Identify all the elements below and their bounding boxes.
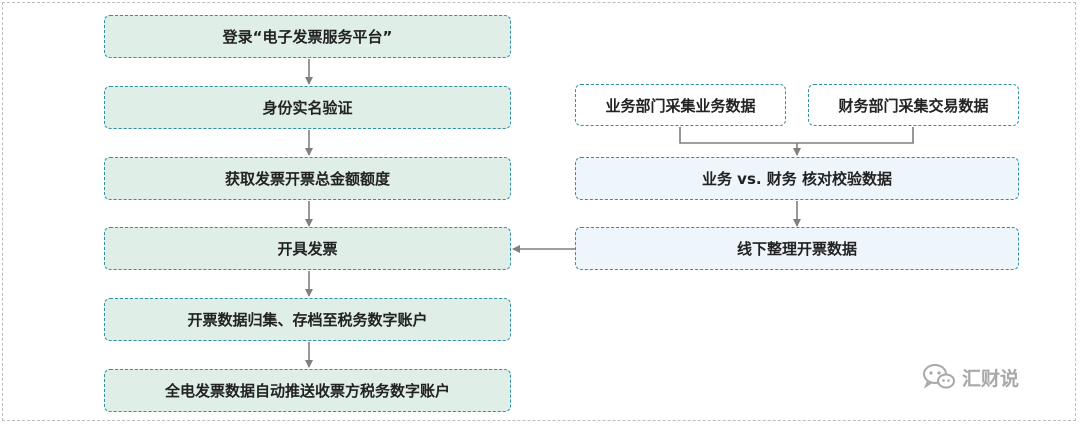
- step-identity-verification: 身份实名验证: [104, 86, 511, 129]
- wechat-icon: [923, 364, 955, 389]
- box-organize-offline: 线下整理开票数据: [575, 227, 1019, 270]
- box-business-collection: 业务部门采集业务数据: [575, 84, 786, 126]
- merge-connector: [679, 127, 914, 144]
- box-finance-collection: 财务部门采集交易数据: [808, 84, 1019, 126]
- step-issue-invoice: 开具发票: [104, 227, 511, 270]
- watermark-text: 汇财说: [962, 367, 1020, 390]
- step-obtain-quota: 获取发票开票总金额额度: [104, 157, 511, 200]
- step-archive-data: 开票数据归集、存档至税务数字账户: [104, 298, 511, 341]
- watermark: 汇财说: [922, 360, 1052, 394]
- box-reconcile-data: 业务 vs. 财务 核对校验数据: [575, 157, 1019, 200]
- step-push-to-recipient: 全电发票数据自动推送收票方税务数字账户: [104, 369, 511, 412]
- step-login: 登录“电子发票服务平台”: [104, 15, 511, 58]
